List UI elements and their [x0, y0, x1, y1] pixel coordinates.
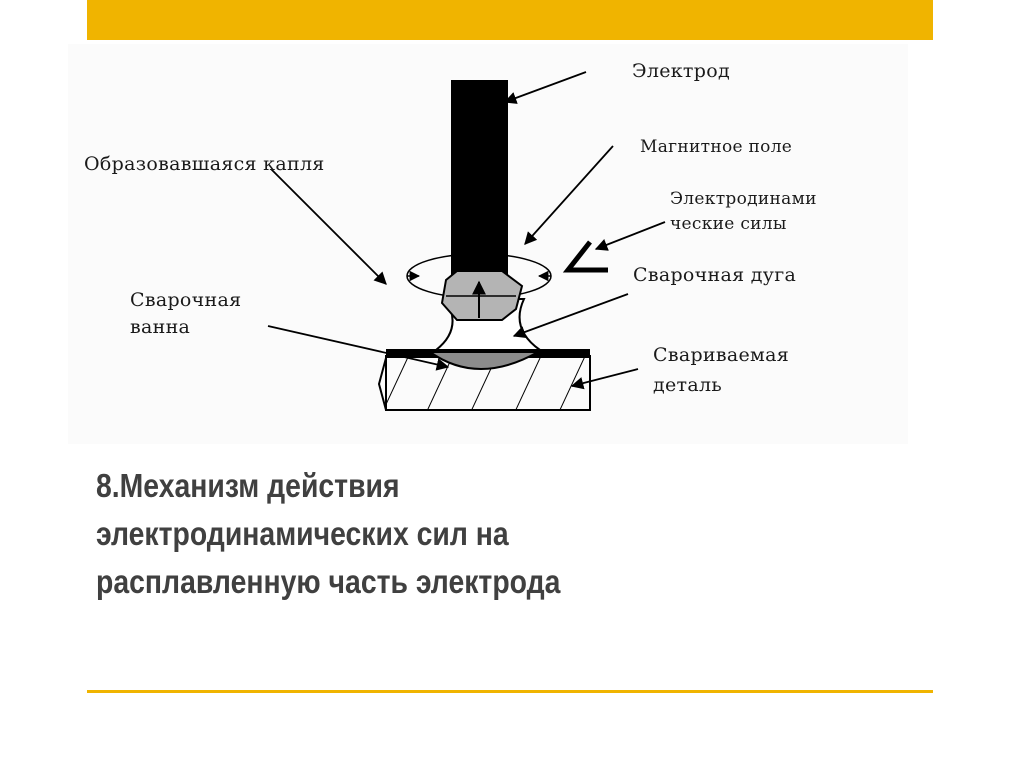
label-electrodynamic-forces-line2: ческие силы	[670, 214, 787, 234]
bottom-accent-rule	[87, 690, 933, 693]
label-weld-arc: Сварочная дуга	[633, 264, 796, 286]
welding-diagram: Электрод Магнитное поле Образовавшаяся к…	[68, 44, 908, 444]
force-symbol	[562, 240, 608, 273]
label-workpiece-line2: деталь	[653, 374, 722, 396]
caption-line-3: расплавленную часть электрода	[96, 563, 561, 600]
label-magnetic-field: Магнитное поле	[640, 137, 792, 157]
caption-line-2: электродинамических сил на	[96, 515, 509, 552]
label-electrode: Электрод	[632, 60, 730, 82]
top-accent-bar	[87, 0, 933, 40]
caption-line-1: 8.Механизм действия	[96, 467, 400, 504]
label-electrodynamic-forces-line1: Электродинами	[670, 189, 817, 209]
electrode-rod	[451, 80, 508, 278]
diagram-svg: Электрод Магнитное поле Образовавшаяся к…	[84, 60, 817, 411]
label-weld-pool-line2: ванна	[130, 316, 190, 338]
label-workpiece-line1: Свариваемая	[653, 344, 789, 366]
label-weld-pool-line1: Сварочная	[130, 289, 241, 311]
slide-caption: 8.Механизм действия электродинамических …	[96, 462, 784, 606]
label-formed-drop: Образовавшаяся капля	[84, 153, 325, 175]
